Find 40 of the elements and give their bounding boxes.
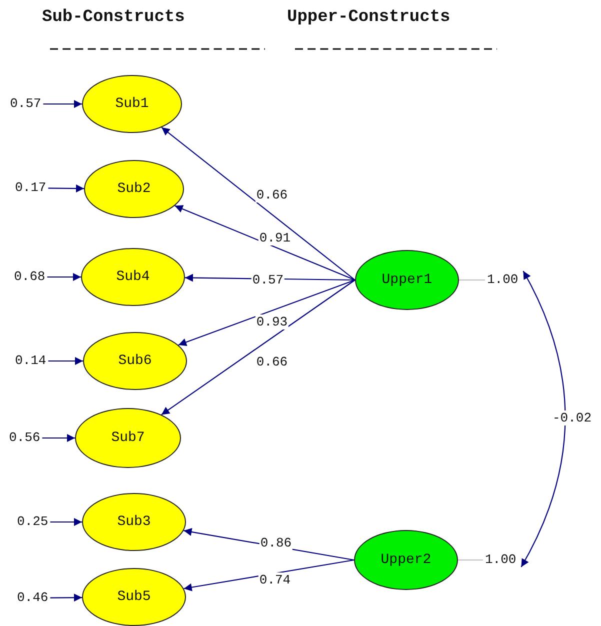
path-arrow [178,279,356,346]
variance-value: 0.68 [14,269,46,285]
variable-name: Sub5 [117,589,151,605]
edge-label: 0.86 [259,536,293,550]
variance-value: 0.57 [10,96,42,112]
edge-label: 0.91 [258,230,292,246]
variance-value: 0.56 [9,430,40,446]
path-arrow [161,280,356,416]
edge-label: 0.66 [255,188,289,202]
variable-name: Upper2 [380,552,432,568]
column-heading: Sub-Constructs [42,8,185,27]
path-arrow [43,100,82,108]
path-arrow [48,184,84,192]
path-arrow [174,205,356,280]
path-arrow [161,126,356,280]
variance-value: 0.25 [17,514,48,530]
path-arrow [48,357,83,365]
column-heading: Upper-Constructs [287,8,450,27]
variable-name: Sub1 [115,96,149,112]
variable-name: Sub4 [116,269,150,285]
connector-line [459,279,485,281]
path-arrow [42,434,75,442]
path-arrow [184,559,354,592]
path-arrow [47,273,81,281]
variable-name: Upper1 [382,272,432,288]
variance-value: 0.46 [17,590,48,606]
connector-line [458,559,483,561]
variance-value: 1.00 [485,552,516,568]
variable-name: Sub7 [111,430,145,446]
variable-name: Sub3 [117,514,151,530]
variable-name: Sub6 [118,353,152,369]
variable-name: Sub2 [117,181,151,197]
path-arrow [50,518,82,526]
edge-label: 0.93 [255,314,289,330]
covariance-arrow [520,270,566,568]
edge-label: -0.02 [552,410,592,426]
variance-value: 0.17 [15,180,46,196]
variance-value: 1.00 [487,272,518,288]
path-arrow [50,594,82,602]
variance-value: 0.14 [15,353,46,369]
